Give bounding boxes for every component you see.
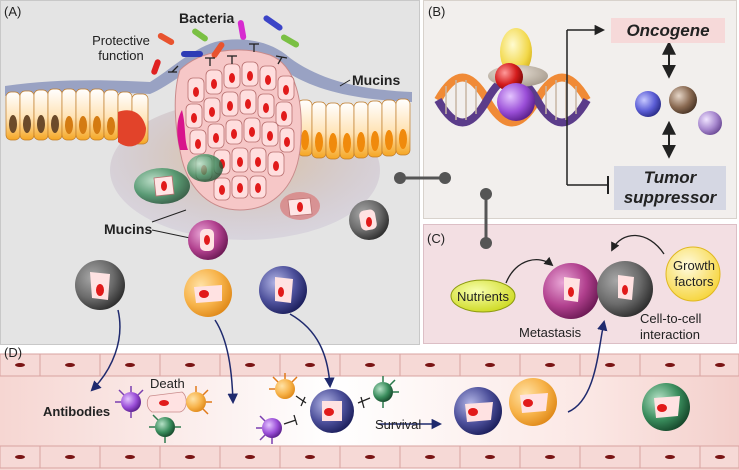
inhibition-marks	[168, 43, 288, 73]
connector-b-c	[480, 188, 492, 249]
tumor-cell-navy-a	[259, 266, 307, 314]
tumor-cell-magenta-a	[188, 220, 228, 260]
gene-balls	[635, 86, 722, 135]
immune-cells	[115, 373, 399, 444]
growth-factors-label: Growth factors	[673, 258, 715, 289]
immune-cell-orange-2	[269, 373, 298, 399]
tumor-cell-navy-d1	[310, 389, 354, 433]
survival-label: Survival	[375, 417, 422, 432]
tumor-suppressor-box: Tumor suppressor	[614, 166, 726, 210]
tumor-cell-green-d	[642, 383, 690, 431]
bacteria	[151, 15, 300, 75]
metastasis-label: Metastasis	[519, 325, 582, 340]
regulation-arrows	[566, 24, 676, 194]
mucins-label-top: Mucins	[352, 72, 401, 88]
flow-arrows	[90, 309, 608, 430]
protective-function-label: Protective function	[92, 33, 150, 63]
death-label: Death	[150, 376, 185, 391]
panel-a-label: (A)	[4, 4, 22, 19]
protein-complex	[488, 28, 548, 121]
panel-c-label: (C)	[427, 231, 446, 246]
panel-d-label: (D)	[4, 345, 23, 360]
tumor-cell-gray-a2	[75, 260, 125, 310]
panel-b-label: (B)	[428, 4, 446, 19]
immune-cell-purple-2	[256, 415, 282, 444]
tumor-cell-navy-d2	[454, 387, 502, 435]
tumor-cells-panel-a	[75, 200, 389, 317]
immune-cell-green-2	[373, 376, 399, 408]
columnar-cells-left	[5, 88, 149, 147]
mucins-label-left: Mucins	[104, 221, 153, 237]
bacteria-label: Bacteria	[179, 10, 235, 26]
blood-vessel	[0, 353, 739, 470]
nutrients-label: Nutrients	[457, 289, 510, 304]
antibodies-label: Antibodies	[43, 404, 111, 419]
immune-cell-purple-1	[115, 386, 144, 418]
tumor-mass	[174, 49, 302, 211]
epithelium	[5, 15, 492, 249]
tumor-cell-gray-a1	[349, 200, 389, 240]
immune-cell-orange-1	[186, 386, 212, 415]
connector-a-b	[394, 172, 451, 184]
tumor-cells-panel-d	[310, 378, 690, 435]
oncogene-box: Oncogene	[611, 18, 725, 43]
cell-to-cell-label: Cell-to-cell interaction	[640, 311, 702, 342]
panel-c-graphics	[450, 234, 721, 319]
tumor-cell-orange-d	[509, 378, 557, 426]
tumor-cell-orange-a	[184, 269, 232, 317]
immune-cell-green-1	[149, 414, 181, 443]
columnar-cells-right	[297, 98, 411, 160]
